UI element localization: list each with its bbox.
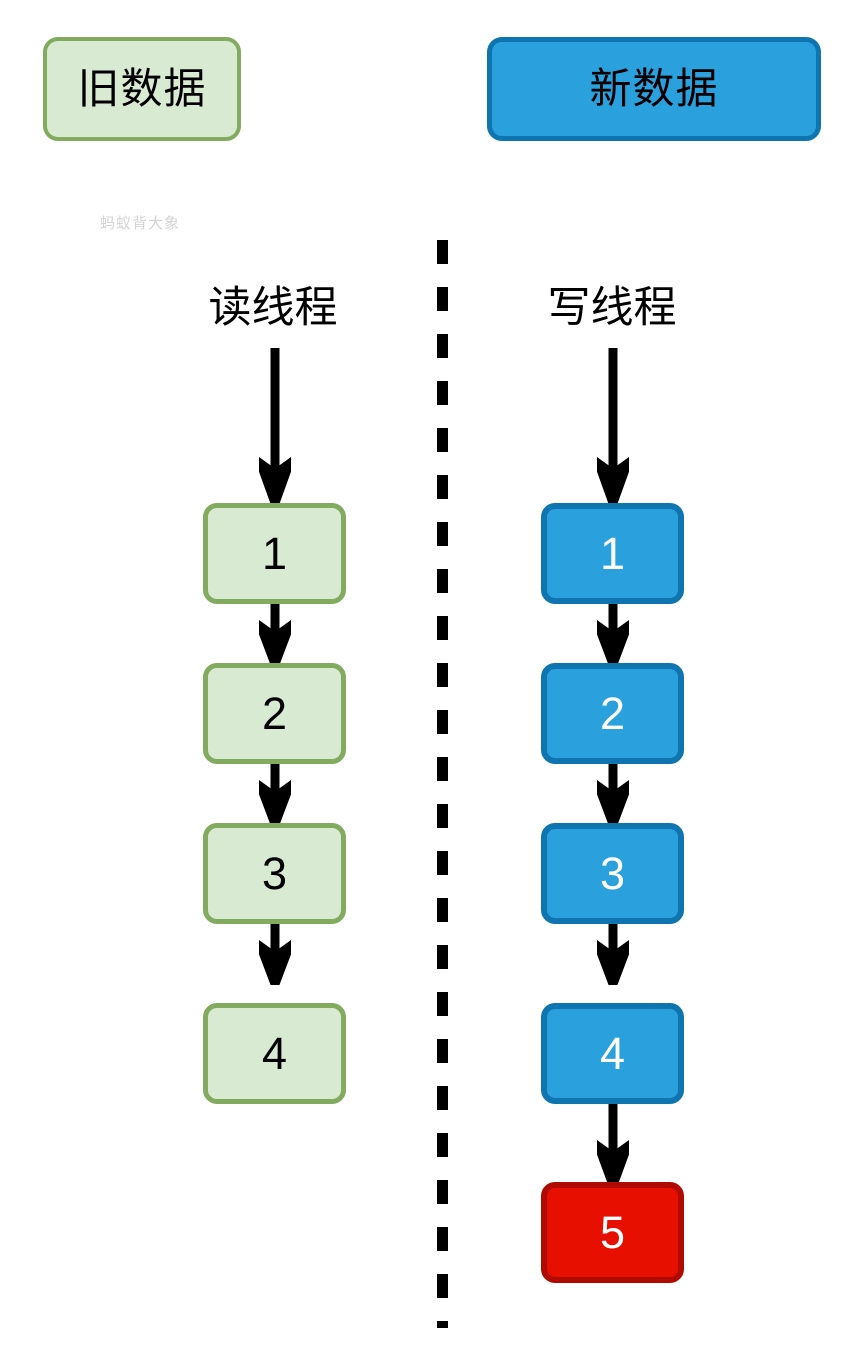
- arrow-read-node-1-to-2: [259, 601, 291, 665]
- read-node-1[interactable]: 1: [203, 503, 346, 604]
- vertical-dashed-divider: [437, 240, 448, 1328]
- arrow-write-node-2-to-3: [597, 761, 629, 825]
- read-node-3[interactable]: 3: [203, 823, 346, 924]
- write-node-2[interactable]: 2: [541, 663, 684, 764]
- legend-new-data-box: 新数据: [487, 37, 821, 141]
- arrow-write-label-to-node-1: [597, 348, 629, 504]
- write-node-3-label: 3: [599, 848, 626, 899]
- read-node-1-label: 1: [261, 528, 288, 579]
- read-thread-label: 读线程: [208, 284, 338, 332]
- arrow-read-node-3-to-4: [259, 921, 291, 985]
- write-thread-label: 写线程: [547, 284, 677, 332]
- write-node-5[interactable]: 5: [541, 1182, 684, 1283]
- read-node-2[interactable]: 2: [203, 663, 346, 764]
- read-node-4-label: 4: [261, 1028, 288, 1079]
- write-node-5-label: 5: [599, 1207, 626, 1258]
- write-node-4-label: 4: [599, 1028, 626, 1079]
- write-node-4[interactable]: 4: [541, 1003, 684, 1104]
- watermark-text: 蚂蚁背大象: [100, 215, 181, 232]
- arrow-write-node-4-to-5: [597, 1098, 629, 1186]
- write-node-1-label: 1: [599, 528, 626, 579]
- read-node-3-label: 3: [261, 848, 288, 899]
- read-node-4[interactable]: 4: [203, 1003, 346, 1104]
- write-node-2-label: 2: [599, 688, 626, 739]
- read-node-2-label: 2: [261, 688, 288, 739]
- arrow-write-node-1-to-2: [597, 601, 629, 665]
- legend-old-data-box: 旧数据: [43, 37, 241, 141]
- arrow-read-label-to-node-1: [259, 348, 291, 504]
- legend-new-data-label: 新数据: [589, 65, 719, 112]
- arrow-read-node-2-to-3: [259, 761, 291, 825]
- legend-old-data-label: 旧数据: [77, 65, 207, 112]
- write-node-3[interactable]: 3: [541, 823, 684, 924]
- write-node-1[interactable]: 1: [541, 503, 684, 604]
- arrow-write-node-3-to-4: [597, 921, 629, 985]
